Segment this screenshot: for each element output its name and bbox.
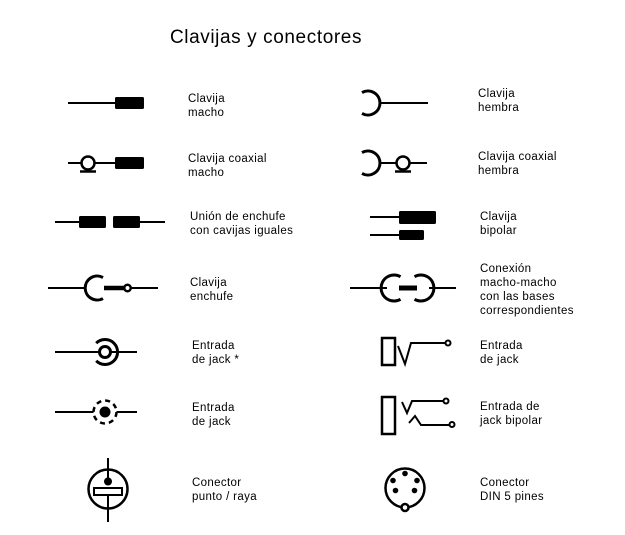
label-clavija-coaxial-macho: Clavija coaxial macho xyxy=(188,153,267,179)
coaxial-female-plug-icon xyxy=(358,148,433,180)
dot-dash-connector-icon xyxy=(82,455,134,525)
label-union-de-enchufe: Unión de enchufe con cavijas iguales xyxy=(190,211,294,237)
female-plug-icon xyxy=(358,88,433,120)
label-entrada-jack-bipolar: Entrada de jack bipolar xyxy=(480,401,543,427)
label-clavija-enchufe: Clavija enchufe xyxy=(190,277,234,303)
din-5-pin-connector-icon xyxy=(379,454,433,524)
label-conexion-macho-macho: Conexión macho-macho con las bases corre… xyxy=(480,263,574,317)
label-clavija-bipolar: Clavija bipolar xyxy=(480,211,517,237)
bipolar-plug-icon xyxy=(368,205,443,245)
jack-socket-switch-icon xyxy=(378,334,458,372)
jack-input-open-ring-icon xyxy=(53,336,163,370)
label-entrada-jack-punto: Entrada de jack xyxy=(192,402,235,428)
plug-and-socket-icon xyxy=(46,272,161,304)
label-clavija-hembra: Clavija hembra xyxy=(478,88,520,114)
label-clavija-macho: Clavija macho xyxy=(188,93,225,119)
equal-plug-union-icon xyxy=(53,210,168,234)
male-plug-icon xyxy=(66,92,146,114)
label-conector-punto-raya: Conector punto / raya xyxy=(192,477,257,503)
jack-input-dashed-dot-icon xyxy=(53,396,163,430)
label-conector-din-5: Conector DIN 5 pines xyxy=(480,477,544,503)
label-clavija-coaxial-hembra: Clavija coaxial hembra xyxy=(478,151,557,177)
coaxial-male-plug-icon xyxy=(66,148,146,178)
label-entrada-jack-asterisco: Entrada de jack * xyxy=(192,340,240,366)
male-male-connection-icon xyxy=(348,270,458,306)
label-entrada-de-jack: Entrada de jack xyxy=(480,340,523,366)
bipolar-jack-socket-icon xyxy=(378,393,458,438)
page-title: Clavijas y conectores xyxy=(169,27,363,48)
